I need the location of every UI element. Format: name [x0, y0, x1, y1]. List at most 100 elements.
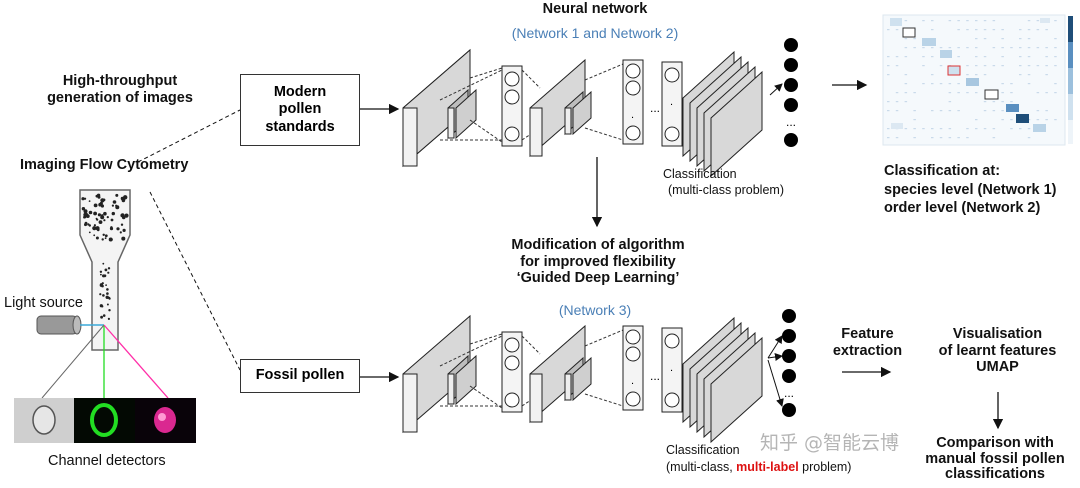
- light-source: [36, 315, 104, 335]
- matrix-cell: [895, 56, 899, 58]
- particle: [124, 213, 129, 218]
- matrix-cell: [922, 128, 925, 130]
- matrix-cell: [948, 20, 952, 22]
- matrix-cell: [948, 92, 952, 94]
- matrix-cell: [957, 83, 960, 85]
- matrix-cell: [1019, 47, 1022, 49]
- particle: [84, 197, 87, 200]
- matrix-cell: [887, 110, 890, 112]
- particle: [98, 202, 102, 207]
- matrix-cell: [992, 29, 996, 31]
- matrix-cell: [983, 38, 987, 40]
- particle: [99, 283, 103, 287]
- matrix-cell: [1045, 119, 1048, 121]
- hts-title: High-throughput generation of images: [47, 73, 193, 106]
- matrix-cell: [975, 29, 978, 31]
- matrix-cell: [931, 56, 934, 58]
- matrix-cell: [948, 83, 952, 85]
- matrix-cell: [983, 128, 987, 130]
- matrix-cell: [931, 128, 934, 130]
- matrix-cell: [983, 74, 987, 76]
- multi-label-highlight: multi-label: [736, 460, 799, 474]
- particle: [104, 234, 108, 238]
- matrix-cell: [895, 29, 899, 31]
- particle: [108, 309, 111, 312]
- confusion-matrix: [882, 14, 1073, 146]
- particle: [102, 233, 105, 236]
- matrix-cell: [1027, 38, 1031, 40]
- matrix-cell: [975, 20, 978, 22]
- matrix-cell: [957, 56, 960, 58]
- particle: [116, 227, 120, 231]
- matrix-cell: [904, 20, 908, 22]
- particle: [81, 207, 86, 211]
- particle: [111, 204, 114, 207]
- matrix-cell: [1027, 56, 1031, 58]
- matrix-cell: [1027, 137, 1031, 139]
- matrix-cell: [948, 110, 952, 112]
- particle: [95, 226, 100, 231]
- particle: [92, 226, 97, 231]
- matrix-cell: [983, 110, 987, 112]
- matrix-cell: [1054, 83, 1057, 85]
- network-subtitle: (Network 1 and Network 2): [511, 25, 679, 41]
- matrix-cell: [895, 137, 899, 139]
- matrix-cell: [931, 47, 934, 49]
- matrix-cell: [1045, 29, 1048, 31]
- matrix-cell: [1019, 74, 1022, 76]
- particle: [119, 231, 122, 234]
- ray-brightfield: [41, 324, 105, 399]
- matrix-cell: [1027, 65, 1031, 67]
- matrix-cell: [1054, 38, 1057, 40]
- svg-text:...: ...: [650, 369, 660, 383]
- matrix-cell: [931, 83, 934, 85]
- matrix-cell: [1036, 92, 1040, 94]
- matrix-cell: [887, 29, 890, 31]
- matrix-cell: [966, 137, 969, 139]
- particle: [88, 224, 92, 227]
- particle: [107, 267, 111, 270]
- matrix-cell: [975, 119, 978, 121]
- classification-label-bottom: Classification: [666, 443, 740, 457]
- matrix-cell: [939, 137, 943, 139]
- classification-result: Classification at: species level (Networ…: [884, 163, 1057, 217]
- matrix-cell: [1045, 47, 1048, 49]
- matrix-cell: [992, 137, 996, 139]
- particle: [97, 213, 101, 217]
- svg-text:...: ...: [784, 386, 794, 400]
- matrix-cell: [913, 47, 916, 49]
- matrix-cell: [966, 29, 969, 31]
- matrix-cell: [904, 101, 908, 103]
- matrix-cell: [1036, 65, 1040, 67]
- particle: [112, 200, 117, 204]
- matrix-cell: [1019, 56, 1022, 58]
- matrix-cell: [939, 65, 943, 67]
- matrix-cell: [922, 65, 925, 67]
- particle: [88, 200, 91, 203]
- matrix-cell: [1045, 56, 1048, 58]
- network3-label: (Network 3): [558, 302, 632, 318]
- matrix-cell: [931, 20, 934, 22]
- matrix-cell: [1027, 83, 1031, 85]
- particle: [93, 203, 98, 208]
- particle: [103, 274, 107, 278]
- matrix-cell: [1036, 29, 1040, 31]
- particle: [95, 236, 99, 240]
- matrix-cell: [1054, 20, 1057, 22]
- particle: [84, 221, 88, 225]
- matrix-cell: [1001, 38, 1004, 40]
- matrix-cell: [1027, 119, 1031, 121]
- particle: [93, 211, 97, 216]
- matrix-cell: [1027, 74, 1031, 76]
- particle: [102, 198, 106, 202]
- particle: [106, 288, 109, 291]
- watermark: 知乎 @智能云博: [760, 432, 900, 454]
- class-suffix: problem): [798, 460, 852, 474]
- matrix-cell: [887, 56, 890, 58]
- classification-label-top: Classification: [663, 167, 737, 181]
- matrix-cell: [922, 56, 925, 58]
- particle: [95, 217, 98, 220]
- particle: [81, 197, 85, 201]
- particle: [121, 236, 126, 241]
- matrix-cell: [1054, 92, 1057, 94]
